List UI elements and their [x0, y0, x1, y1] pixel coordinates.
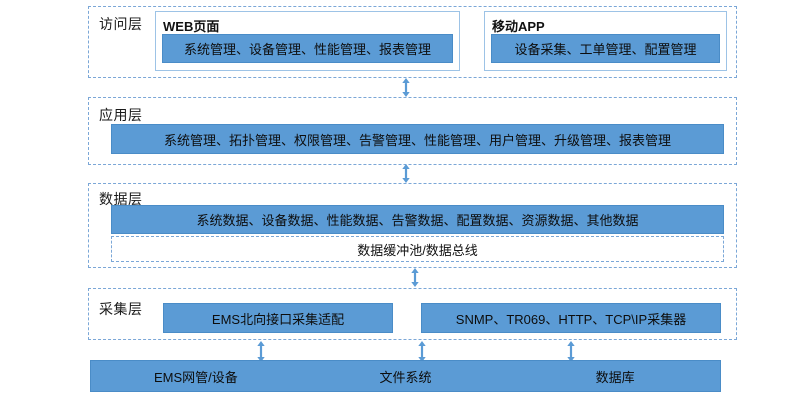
layer-data-label: 数据层: [99, 191, 143, 207]
collection-ems-adapter-bar: EMS北向接口采集适配: [163, 303, 393, 333]
panel-mobile-app-title: 移动APP: [492, 19, 545, 34]
data-categories-bar: 系统数据、设备数据、性能数据、告警数据、配置数据、资源数据、其他数据: [111, 205, 724, 234]
layer-collection-label: 采集层: [99, 301, 143, 317]
panel-web-modules: 系统管理、设备管理、性能管理、报表管理: [162, 34, 453, 63]
connector-collection-to-filesystem: [415, 341, 429, 362]
resource-file-system: 文件系统: [379, 369, 432, 385]
connector-data-to-collection: [408, 268, 422, 287]
resources-bar: EMS网管/设备 文件系统 数据库: [90, 360, 721, 392]
connector-collection-to-database: [564, 341, 578, 362]
resource-database: 数据库: [595, 369, 635, 385]
resource-ems-device: EMS网管/设备: [153, 369, 238, 385]
data-bus-panel: 数据缓冲池/数据总线: [111, 236, 724, 262]
layer-application-label: 应用层: [99, 107, 143, 123]
collection-protocol-collector-bar: SNMP、TR069、HTTP、TCP\IP采集器: [421, 303, 721, 333]
layer-access-label: 访问层: [99, 16, 143, 32]
connector-application-to-data: [399, 164, 413, 183]
panel-web-title: WEB页面: [163, 19, 220, 34]
application-modules-bar: 系统管理、拓扑管理、权限管理、告警管理、性能管理、用户管理、升级管理、报表管理: [111, 124, 724, 154]
panel-mobile-app-modules: 设备采集、工单管理、配置管理: [491, 34, 720, 63]
connector-collection-to-ems: [254, 341, 268, 362]
connector-access-to-application: [399, 78, 413, 97]
